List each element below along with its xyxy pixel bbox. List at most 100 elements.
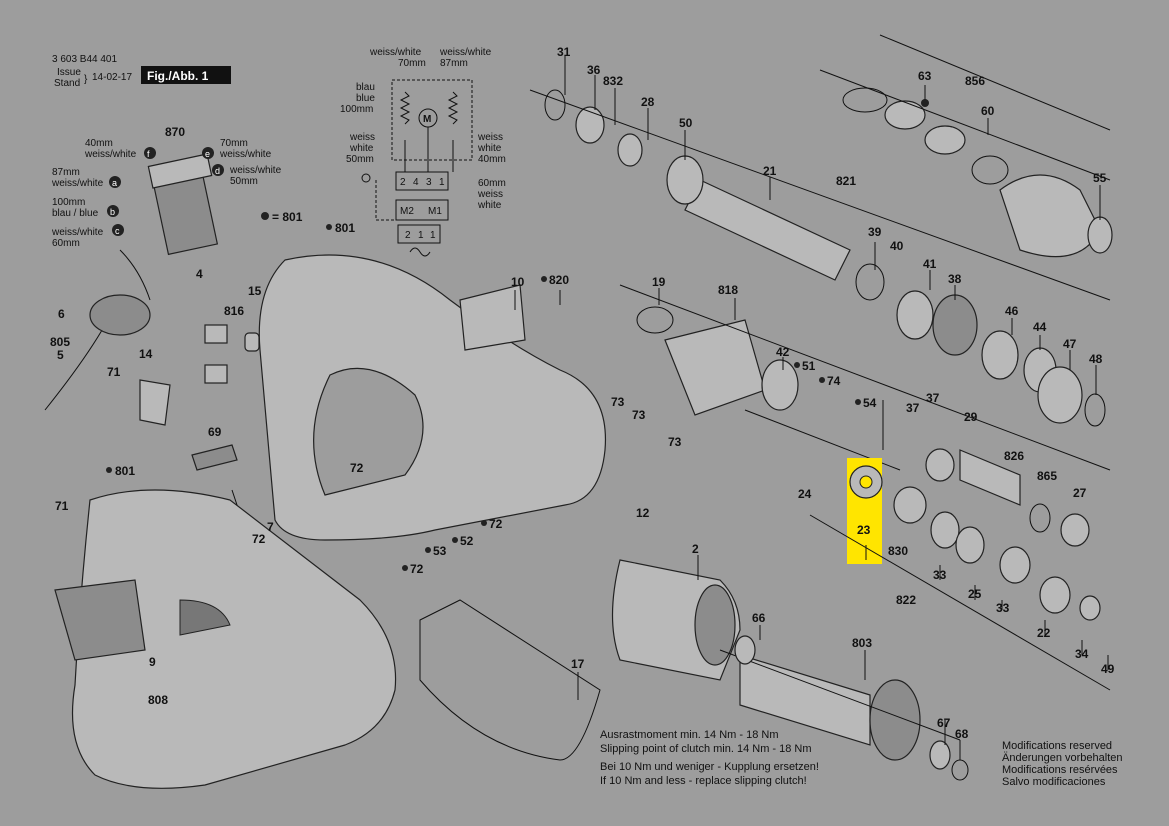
svg-text:c: c bbox=[115, 226, 120, 236]
label-54: 54 bbox=[863, 396, 877, 410]
legend-dot-icon bbox=[261, 212, 269, 220]
terminal-2: 4 bbox=[413, 177, 419, 188]
wire-left-low-3: 50mm bbox=[346, 154, 374, 165]
label-12: 12 bbox=[636, 506, 650, 520]
mod-line-1: Modifications reserved bbox=[1002, 740, 1112, 752]
wire-top-right-2: 87mm bbox=[440, 58, 468, 69]
wire-b-1: 100mm bbox=[52, 197, 85, 208]
doc-number: 3 603 B44 401 bbox=[52, 54, 117, 65]
label-73-a: 73 bbox=[611, 395, 625, 409]
svg-text:b: b bbox=[110, 207, 115, 217]
stator bbox=[611, 559, 741, 681]
label-7: 7 bbox=[267, 520, 274, 534]
wire-top-left-2: 70mm bbox=[398, 58, 426, 69]
label-72-a: 72 bbox=[350, 461, 364, 475]
label-808: 808 bbox=[148, 693, 168, 707]
label-830: 830 bbox=[888, 544, 908, 558]
wire-blue-2: blue bbox=[356, 93, 375, 104]
label-39: 39 bbox=[868, 225, 882, 239]
terminal-1: 2 bbox=[400, 177, 406, 188]
wire-top-right-1: weiss/white bbox=[439, 47, 492, 58]
label-73-c: 73 bbox=[668, 435, 682, 449]
label-24: 24 bbox=[798, 487, 812, 501]
figure-tag-bg bbox=[141, 66, 231, 84]
wire-e-1: 70mm bbox=[220, 138, 248, 149]
wire-right-bottom-3: white bbox=[477, 200, 502, 211]
label-31: 31 bbox=[557, 45, 571, 59]
label-22: 22 bbox=[1037, 626, 1051, 640]
spindle bbox=[544, 89, 851, 281]
plug-2: 1 bbox=[418, 230, 424, 241]
terminal-3: 3 bbox=[426, 177, 432, 188]
label-801-b: 801 bbox=[115, 464, 135, 478]
label-55: 55 bbox=[1093, 171, 1107, 185]
label-803: 803 bbox=[852, 636, 872, 650]
label-33-a: 33 bbox=[933, 568, 947, 582]
label-17: 17 bbox=[571, 657, 585, 671]
label-832: 832 bbox=[603, 74, 623, 88]
gear-train bbox=[636, 263, 1106, 781]
wire-right-bottom-2: weiss bbox=[477, 189, 503, 200]
leader-lines bbox=[514, 34, 1111, 760]
wire-c-1: weiss/white bbox=[51, 227, 104, 238]
label-826: 826 bbox=[1004, 449, 1024, 463]
label-10: 10 bbox=[511, 275, 525, 289]
wire-right-bottom-1: 60mm bbox=[478, 178, 506, 189]
label-14: 14 bbox=[139, 347, 153, 361]
label-42: 42 bbox=[776, 345, 790, 359]
label-816: 816 bbox=[224, 304, 244, 318]
torque-line-2: Slipping point of clutch min. 14 Nm - 18… bbox=[600, 743, 812, 755]
label-29: 29 bbox=[964, 410, 978, 424]
svg-text:f: f bbox=[147, 149, 150, 159]
label-2: 2 bbox=[692, 542, 699, 556]
label-50: 50 bbox=[679, 116, 693, 130]
label-856: 856 bbox=[965, 74, 985, 88]
label-865: 865 bbox=[1037, 469, 1057, 483]
switch-assembly: 40mm weiss/white f 70mm weiss/white e 87… bbox=[51, 138, 303, 301]
marker-f-icon bbox=[144, 147, 156, 159]
label-52: 52 bbox=[460, 534, 474, 548]
label-15: 15 bbox=[248, 284, 262, 298]
figure-tag: Fig./Abb. 1 bbox=[147, 69, 209, 83]
wire-blue-1: blau bbox=[356, 82, 375, 93]
wire-d-1: weiss/white bbox=[229, 165, 282, 176]
label-9: 9 bbox=[149, 655, 156, 669]
legend-801: = 801 bbox=[272, 210, 303, 224]
marker-a-icon bbox=[109, 176, 121, 188]
label-48: 48 bbox=[1089, 352, 1103, 366]
label-66: 66 bbox=[752, 611, 766, 625]
modifications-note: Modifications reserved Änderungen vorbeh… bbox=[1002, 740, 1122, 788]
terminal-4: 1 bbox=[439, 177, 445, 188]
part-labels: 870 4 801 801 6 805 5 71 71 14 15 816 69… bbox=[50, 45, 1115, 741]
mod-line-3: Modifications resérvées bbox=[1002, 764, 1118, 776]
marker-c-icon bbox=[112, 224, 124, 236]
label-822: 822 bbox=[896, 593, 916, 607]
label-72-b: 72 bbox=[252, 532, 266, 546]
label-47: 47 bbox=[1063, 337, 1077, 351]
label-60: 60 bbox=[981, 104, 995, 118]
seal-ring-17 bbox=[419, 599, 601, 761]
tool-holder bbox=[842, 87, 1113, 258]
stand-label: Stand bbox=[54, 78, 80, 89]
armature bbox=[719, 649, 961, 761]
label-21: 21 bbox=[763, 164, 777, 178]
wire-a-1: 87mm bbox=[52, 167, 80, 178]
label-34: 34 bbox=[1075, 647, 1089, 661]
m2-label: M2 bbox=[400, 206, 414, 217]
wire-a-2: weiss/white bbox=[51, 178, 104, 189]
label-870: 870 bbox=[165, 125, 185, 139]
label-67: 67 bbox=[937, 716, 951, 730]
wire-blue-3: 100mm bbox=[340, 104, 373, 115]
label-44: 44 bbox=[1033, 320, 1047, 334]
label-49: 49 bbox=[1101, 662, 1115, 676]
label-72-d: 72 bbox=[410, 562, 424, 576]
m1-label: M1 bbox=[428, 206, 442, 217]
front-housing-cover bbox=[54, 489, 397, 789]
wire-right-low-3: 40mm bbox=[478, 154, 506, 165]
label-37-b: 37 bbox=[926, 391, 940, 405]
label-53: 53 bbox=[433, 544, 447, 558]
label-73-b: 73 bbox=[632, 408, 646, 422]
plug-1: 2 bbox=[405, 230, 411, 241]
